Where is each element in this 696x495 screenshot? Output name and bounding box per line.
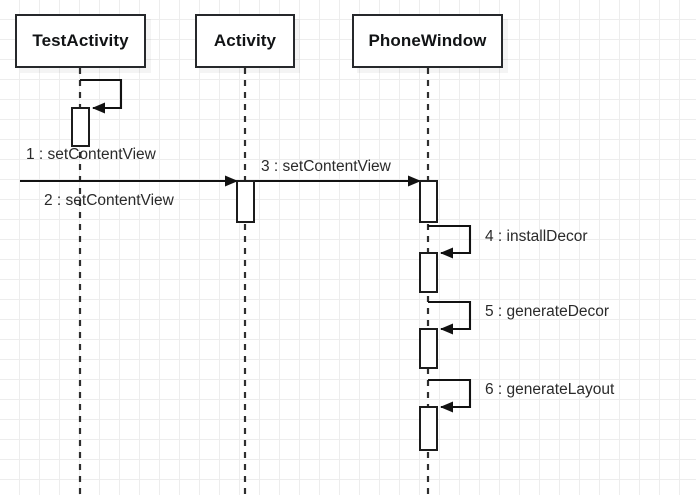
message-5-generateDecor[interactable] [428,300,472,335]
activation-bars-group [71,107,438,451]
message-6-generateLayout[interactable] [428,378,472,413]
activation-bar-testactivity-1[interactable] [71,107,90,147]
message-label-5[interactable]: 5 : generateDecor [485,303,610,320]
participant-testactivity[interactable]: TestActivity [15,14,146,68]
participant-activity[interactable]: Activity [195,14,295,68]
lifelines-group [78,68,430,495]
message-1-arrow [80,78,123,114]
activation-bar-phonewindow-4[interactable] [419,406,438,451]
participant-label-testactivity: TestActivity [32,31,129,50]
message-4-installDecor[interactable] [428,224,472,259]
activation-bar-activity-1[interactable] [236,180,255,223]
message-6-arrow [428,378,472,413]
message-label-6[interactable]: 6 : generateLayout [485,381,615,398]
participant-label-activity: Activity [213,31,277,50]
message-label-3[interactable]: 3 : setContentView [261,158,391,175]
message-label-2[interactable]: 2 : setContentView [44,192,174,209]
message-4-arrow [428,224,472,259]
message-label-4[interactable]: 4 : installDecor [485,228,588,245]
message-1-setContentView[interactable] [80,78,123,114]
participant-phonewindow[interactable]: PhoneWindow [352,14,503,68]
activation-bar-phonewindow-1[interactable] [419,180,438,223]
participant-label-phonewindow: PhoneWindow [368,31,487,50]
message-5-arrow [428,300,472,335]
activation-bar-phonewindow-2[interactable] [419,252,438,293]
activation-bar-phonewindow-3[interactable] [419,328,438,369]
message-label-1[interactable]: 1 : setContentView [26,146,156,163]
